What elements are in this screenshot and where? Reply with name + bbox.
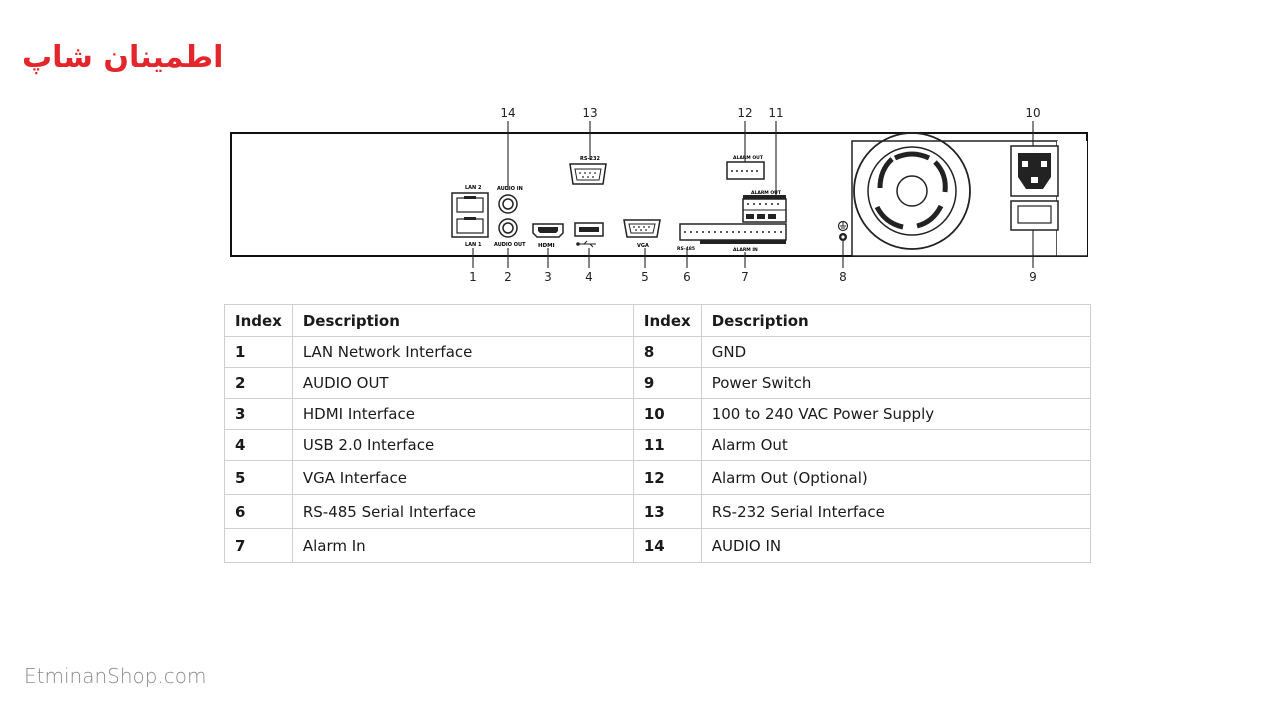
row-index-right: 9 [632, 367, 702, 399]
fan-grille-icon [853, 132, 971, 250]
header-description-left: Description [291, 304, 634, 337]
header-index-left: Index [224, 304, 293, 337]
row-index-right: 14 [632, 528, 702, 563]
row-description-left: Alarm In [291, 528, 634, 563]
row-description-right: Power Switch [700, 367, 1092, 399]
callout-6: 6 [683, 270, 691, 284]
ground-terminal-icon [837, 220, 849, 241]
callout-leaders [472, 121, 1034, 268]
row-description-right: Alarm Out (Optional) [700, 460, 1092, 495]
row-index-left: 3 [224, 398, 293, 430]
alarm-out-top-label: ALARM OUT [733, 155, 764, 161]
callout-10: 10 [1025, 106, 1040, 120]
row-description-right: Alarm Out [700, 429, 1092, 461]
rear-panel-diagram: LAN 2 LAN 1 AUDIO IN AUDIO OUT HDMI VGA … [230, 106, 1088, 284]
table-row: 5 VGA Interface 12 Alarm Out (Optional) [224, 460, 1092, 495]
row-description-left: HDMI Interface [291, 398, 634, 430]
row-index-right: 11 [632, 429, 702, 461]
audio-out-label: AUDIO OUT [494, 242, 526, 248]
row-description-right: 100 to 240 VAC Power Supply [700, 398, 1092, 430]
row-index-left: 6 [224, 494, 293, 529]
callout-2: 2 [504, 270, 512, 284]
callout-9: 9 [1029, 270, 1037, 284]
row-index-right: 8 [632, 336, 702, 368]
table-row: 7 Alarm In 14 AUDIO IN [224, 528, 1092, 563]
callout-3: 3 [544, 270, 552, 284]
callout-13: 13 [582, 106, 597, 120]
row-index-left: 7 [224, 528, 293, 563]
row-index-left: 2 [224, 367, 293, 399]
table-row: 1 LAN Network Interface 8 GND [224, 336, 1092, 368]
table-row: 2 AUDIO OUT 9 Power Switch [224, 367, 1092, 399]
rs485-label: RS-485 [677, 246, 695, 252]
audio-jacks [498, 194, 518, 238]
callout-12: 12 [737, 106, 752, 120]
lan1-label: LAN 1 [465, 242, 482, 248]
row-index-left: 4 [224, 429, 293, 461]
row-index-right: 10 [632, 398, 702, 430]
callout-1: 1 [469, 270, 477, 284]
callout-5: 5 [641, 270, 649, 284]
lan2-label: LAN 2 [465, 185, 482, 191]
hdmi-label: HDMI [538, 243, 555, 249]
vga-label: VGA [637, 243, 649, 249]
table-row: 6 RS-485 Serial Interface 13 RS-232 Seri… [224, 494, 1092, 529]
callout-11: 11 [768, 106, 783, 120]
row-description-right: GND [700, 336, 1092, 368]
row-index-right: 12 [632, 460, 702, 495]
callout-4: 4 [585, 270, 593, 284]
row-description-left: VGA Interface [291, 460, 634, 495]
table-row: 3 HDMI Interface 10 100 to 240 VAC Power… [224, 398, 1092, 430]
header-index-right: Index [632, 304, 702, 337]
audio-in-label: AUDIO IN [497, 186, 523, 192]
website-watermark: EtminanShop.com [24, 664, 207, 688]
row-description-left: LAN Network Interface [291, 336, 634, 368]
power-supply-module [851, 132, 1087, 257]
row-description-left: USB 2.0 Interface [291, 429, 634, 461]
alarm-out-label: ALARM OUT [751, 190, 782, 196]
row-description-left: RS-485 Serial Interface [291, 494, 634, 529]
callout-8: 8 [839, 270, 847, 284]
row-description-right: RS-232 Serial Interface [700, 494, 1092, 529]
callout-7: 7 [741, 270, 749, 284]
usb-symbol-icon [576, 240, 596, 248]
row-index-left: 1 [224, 336, 293, 368]
lan-port-group [451, 192, 489, 238]
header-description-right: Description [700, 304, 1092, 337]
row-index-left: 5 [224, 460, 293, 495]
interface-description-table: Index Description Index Description 1 LA… [224, 304, 1092, 563]
table-header-row: Index Description Index Description [224, 304, 1092, 337]
callout-14: 14 [500, 106, 515, 120]
row-index-right: 13 [632, 494, 702, 529]
row-description-left: AUDIO OUT [291, 367, 634, 399]
alarm-in-label: ALARM IN [733, 247, 758, 253]
brand-logo: اطمینان شاپ [22, 40, 224, 75]
table-row: 4 USB 2.0 Interface 11 Alarm Out [224, 429, 1092, 461]
row-description-right: AUDIO IN [700, 528, 1092, 563]
